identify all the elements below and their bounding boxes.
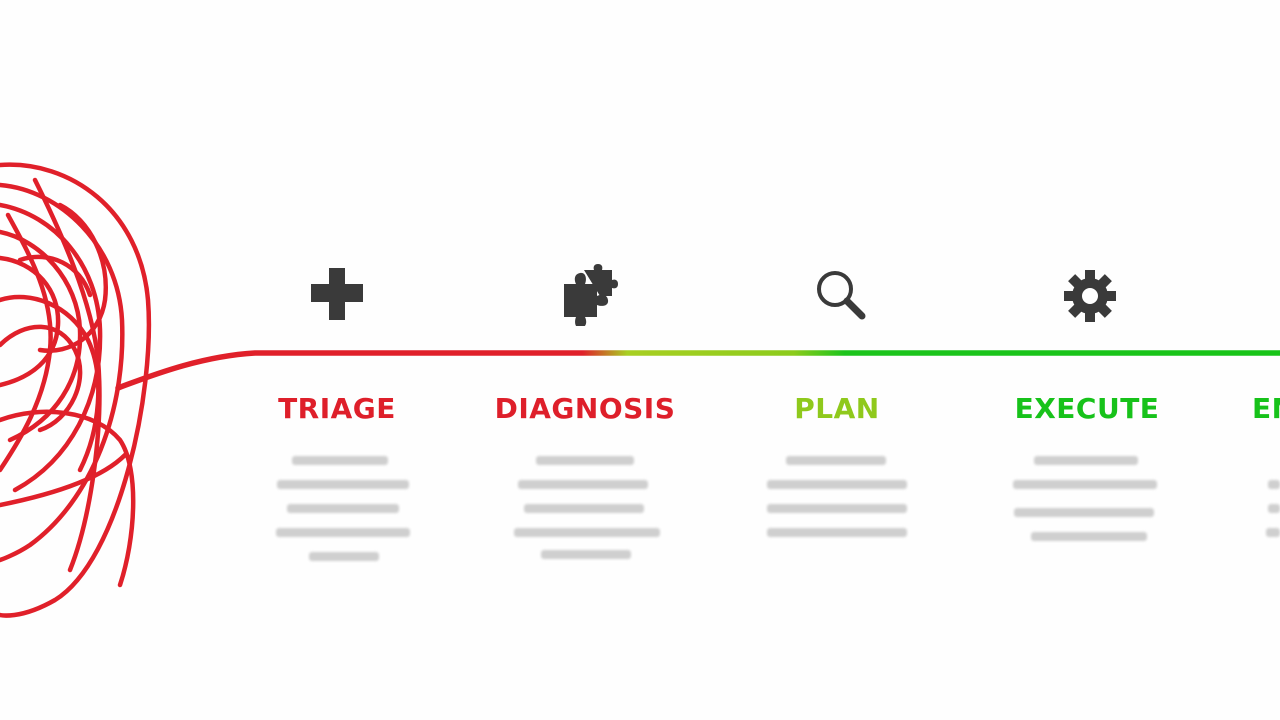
tangled-scribble bbox=[0, 162, 152, 618]
gear-icon bbox=[1064, 270, 1116, 322]
step-title-triage: TRIAGE bbox=[278, 392, 396, 425]
magnifier-icon bbox=[817, 271, 866, 320]
step-title-plan: PLAN bbox=[794, 392, 880, 425]
plus-icon bbox=[311, 268, 363, 320]
puzzle-icon bbox=[564, 264, 618, 326]
step-title-execute: EXECUTE bbox=[1014, 392, 1160, 425]
progress-line bbox=[115, 350, 1280, 391]
step-title-cut-off: EN bbox=[1252, 392, 1280, 425]
step-title-diagnosis: DIAGNOSIS bbox=[494, 392, 676, 425]
